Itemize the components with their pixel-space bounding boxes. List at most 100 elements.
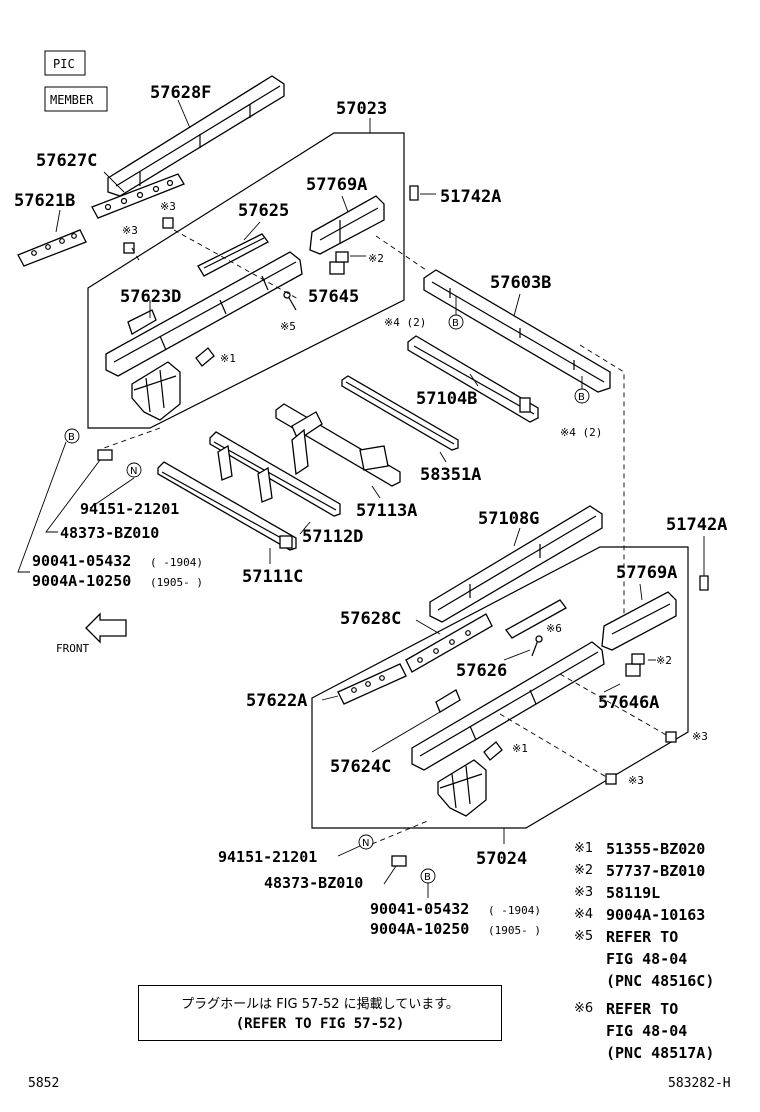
part-51742A-bottom bbox=[699, 575, 709, 591]
label-57625[interactable]: 57625 bbox=[238, 201, 289, 221]
svg-text:B: B bbox=[452, 318, 459, 329]
part-57113A bbox=[275, 403, 401, 487]
svg-text:N: N bbox=[130, 466, 137, 477]
callout-b-upper-right: B bbox=[574, 388, 590, 404]
pic-tag[interactable]: PIC bbox=[44, 50, 86, 76]
legend-row: FIG 48-04 bbox=[606, 1022, 688, 1040]
front-arrow-icon bbox=[85, 612, 127, 644]
label-57112D[interactable]: 57112D bbox=[302, 527, 363, 547]
label-mark6: ※6 bbox=[546, 622, 562, 635]
label-57627C[interactable]: 57627C bbox=[36, 151, 97, 171]
label-mark3-b: ※3 bbox=[160, 200, 176, 213]
label-57023[interactable]: 57023 bbox=[336, 99, 387, 119]
label-57623D[interactable]: 57623D bbox=[120, 287, 181, 307]
part-57628F bbox=[107, 75, 285, 197]
clip-mark3-c bbox=[665, 731, 677, 743]
label-mark1-bottom: ※1 bbox=[512, 742, 528, 755]
label-57626[interactable]: 57626 bbox=[456, 661, 507, 681]
label-57111C[interactable]: 57111C bbox=[242, 567, 303, 587]
label-57624C[interactable]: 57624C bbox=[330, 757, 391, 777]
label-9004A-top[interactable]: 9004A-10250 bbox=[32, 572, 131, 590]
label-94151-top[interactable]: 94151-21201 bbox=[80, 500, 179, 518]
svg-text:MEMBER: MEMBER bbox=[50, 93, 94, 107]
label-57628C[interactable]: 57628C bbox=[340, 609, 401, 629]
part-57769A-bottom bbox=[601, 591, 677, 651]
label-57603B[interactable]: 57603B bbox=[490, 273, 551, 293]
label-mark3-d: ※3 bbox=[628, 774, 644, 787]
part-57111C bbox=[157, 461, 297, 551]
label-48373-top[interactable]: 48373-BZ010 bbox=[60, 524, 159, 542]
nut-lower bbox=[391, 855, 407, 867]
label-51742A-bottom[interactable]: 51742A bbox=[666, 515, 727, 535]
tower-bracket-bottom bbox=[437, 759, 487, 817]
legend-row: (PNC 48516C) bbox=[606, 972, 715, 990]
nut-upper bbox=[97, 449, 113, 461]
part-51742A-top bbox=[409, 185, 419, 201]
label-mark4-bottom: ※4 (2) bbox=[560, 426, 602, 439]
tower-bracket-top bbox=[131, 361, 181, 421]
label-90041-top[interactable]: 90041-05432 bbox=[32, 552, 131, 570]
label-9004A-bottom[interactable]: 9004A-10250 bbox=[370, 920, 469, 938]
label-mark4-top: ※4 (2) bbox=[384, 316, 426, 329]
label-mark5: ※5 bbox=[280, 320, 296, 333]
legend-row: (PNC 48517A) bbox=[606, 1044, 715, 1062]
label-57104B[interactable]: 57104B bbox=[416, 389, 477, 409]
screw-mark5 bbox=[283, 291, 297, 311]
label-57628F[interactable]: 57628F bbox=[150, 83, 211, 103]
label-58351A[interactable]: 58351A bbox=[420, 465, 481, 485]
label-90041-bottom[interactable]: 90041-05432 bbox=[370, 900, 469, 918]
label-57024[interactable]: 57024 bbox=[476, 849, 527, 869]
label-51742A-top[interactable]: 51742A bbox=[440, 187, 501, 207]
part-57625 bbox=[197, 233, 269, 277]
part-57108G bbox=[429, 505, 603, 623]
bracket-mark1-bottom bbox=[483, 741, 503, 761]
svg-text:B: B bbox=[424, 872, 431, 883]
svg-text:B: B bbox=[68, 432, 75, 443]
part-57628C bbox=[405, 613, 493, 673]
label-57621B[interactable]: 57621B bbox=[14, 191, 75, 211]
footer-figure-code: 583282-H bbox=[668, 1076, 731, 1091]
label-48373-bottom[interactable]: 48373-BZ010 bbox=[264, 874, 363, 892]
label-57113A[interactable]: 57113A bbox=[356, 501, 417, 521]
svg-text:B: B bbox=[578, 392, 585, 403]
refer-note-box: プラグホールは FIG 57-52 に掲載しています。 (REFER TO FI… bbox=[138, 985, 502, 1041]
label-mark3-c: ※3 bbox=[692, 730, 708, 743]
label-57108G[interactable]: 57108G bbox=[478, 509, 539, 529]
part-57622A bbox=[337, 663, 407, 705]
label-90041-top-range: ( -1904) bbox=[150, 556, 203, 569]
label-mark2-top: ※2 bbox=[368, 252, 384, 265]
svg-text:N: N bbox=[362, 838, 369, 849]
callout-n-upper: N bbox=[126, 462, 142, 478]
note-refer-link[interactable]: (REFER TO FIG 57-52) bbox=[235, 1016, 405, 1032]
clip-mark3-a bbox=[123, 242, 135, 254]
callout-b-upper-left: B bbox=[64, 428, 80, 444]
label-57646A[interactable]: 57646A bbox=[598, 693, 659, 713]
clip-mark3-d bbox=[605, 773, 617, 785]
label-90041-bottom-range: ( -1904) bbox=[488, 904, 541, 917]
callout-b-upper-mid: B bbox=[448, 314, 464, 330]
label-57645[interactable]: 57645 bbox=[308, 287, 359, 307]
part-57626 bbox=[505, 599, 567, 639]
member-tag[interactable]: MEMBER bbox=[44, 86, 108, 112]
part-57623D bbox=[105, 251, 303, 377]
part-57645 bbox=[329, 251, 349, 275]
svg-text:PIC: PIC bbox=[53, 57, 75, 71]
label-9004A-bottom-range: (1905- ) bbox=[488, 924, 541, 937]
label-57622A[interactable]: 57622A bbox=[246, 691, 307, 711]
label-94151-bottom[interactable]: 94151-21201 bbox=[218, 848, 317, 866]
label-9004A-top-range: (1905- ) bbox=[150, 576, 203, 589]
part-57112D bbox=[209, 431, 341, 517]
label-57769A-top[interactable]: 57769A bbox=[306, 175, 367, 195]
footer-page-number: 5852 bbox=[28, 1076, 60, 1091]
part-58351A bbox=[341, 375, 459, 451]
label-57769A-bottom[interactable]: 57769A bbox=[616, 563, 677, 583]
part-57646A bbox=[625, 653, 645, 677]
callout-n-lower: N bbox=[358, 834, 374, 850]
part-57624C bbox=[411, 641, 605, 771]
part-57769A-top bbox=[309, 195, 385, 255]
